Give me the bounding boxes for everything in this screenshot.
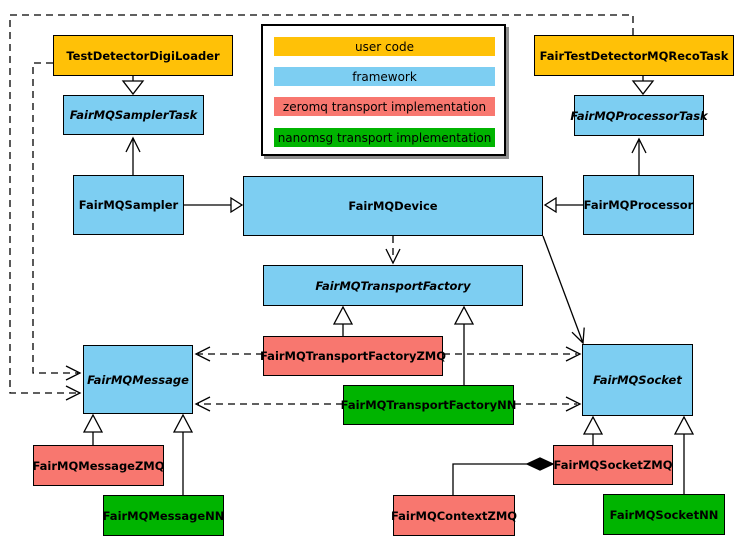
edge-recotask-message (9, 14, 634, 401)
node-fairmqtransportfactorynn: FairMQTransportFactoryNN (341, 385, 516, 425)
node-fairmqsamplertask: FairMQSamplerTask (63, 95, 204, 135)
legend-item-zeromq: zeromq transport implementation (274, 97, 495, 116)
legend-label: zeromq transport implementation (282, 99, 487, 114)
edge-tfnn-message (194, 396, 343, 412)
legend-item-framework: framework (274, 67, 495, 86)
edge-tfzmq-message (194, 346, 263, 362)
legend-label: user code (355, 39, 414, 54)
node-testdetectordigiloader: TestDetectorDigiLoader (53, 35, 233, 76)
node-fairmqdevice: FairMQDevice (243, 176, 543, 236)
node-fairmqmessage: FairMQMessage (83, 345, 193, 414)
edge-sampler-device (184, 196, 244, 214)
legend-item-nanomsg: nanomsg transport implementation (274, 128, 495, 147)
edge-socketnn-socket (673, 415, 695, 494)
edge-digiloader-message (32, 62, 82, 381)
node-fairmqcontextzmq: FairMQContextZMQ (391, 495, 517, 536)
edge-digiloader-samplertask (121, 76, 145, 96)
node-fairmqprocessor: FairMQProcessor (583, 175, 694, 235)
edge-messagenn-message (172, 413, 194, 495)
edge-tfzmq-socket (443, 346, 582, 362)
node-fairmqsocketnn: FairMQSocketNN (603, 494, 725, 535)
legend-label: framework (352, 69, 417, 84)
edge-sampler-samplertask (125, 136, 141, 175)
node-fairmqsocket: FairMQSocket (582, 344, 693, 416)
edge-tfzmq-transportfactory (332, 305, 354, 336)
node-fairmqprocessortask: FairMQProcessorTask (570, 95, 708, 136)
node-fairmqmessagezmq: FairMQMessageZMQ (32, 445, 165, 486)
edge-device-transportfactory (385, 236, 401, 265)
edge-socketzmq-socket (582, 415, 604, 445)
edge-processor-device (543, 196, 583, 214)
legend-item-user-code: user code (274, 37, 495, 56)
node-fairtestdetectormqrecotask: FairTestDetectorMQRecoTask (534, 35, 734, 76)
legend: user code framework zeromq transport imp… (261, 24, 506, 156)
edge-recotask-processortask (631, 76, 655, 96)
edge-messagezmq-message (82, 413, 104, 445)
node-fairmqsampler: FairMQSampler (73, 175, 184, 235)
node-fairmqtransportfactoryzmq: FairMQTransportFactoryZMQ (260, 336, 446, 376)
edge-processor-processortask (631, 137, 647, 175)
legend-label: nanomsg transport implementation (277, 130, 492, 145)
node-fairmqsocketzmq: FairMQSocketZMQ (553, 445, 673, 485)
edge-device-socket (542, 235, 585, 345)
edge-tfnn-transportfactory (453, 305, 475, 385)
node-fairmqmessagenn: FairMQMessageNN (103, 495, 224, 536)
edge-contextzmq-socketzmq (452, 457, 555, 495)
edge-tfnn-socket (514, 396, 582, 412)
node-fairmqtransportfactory: FairMQTransportFactory (263, 265, 523, 306)
